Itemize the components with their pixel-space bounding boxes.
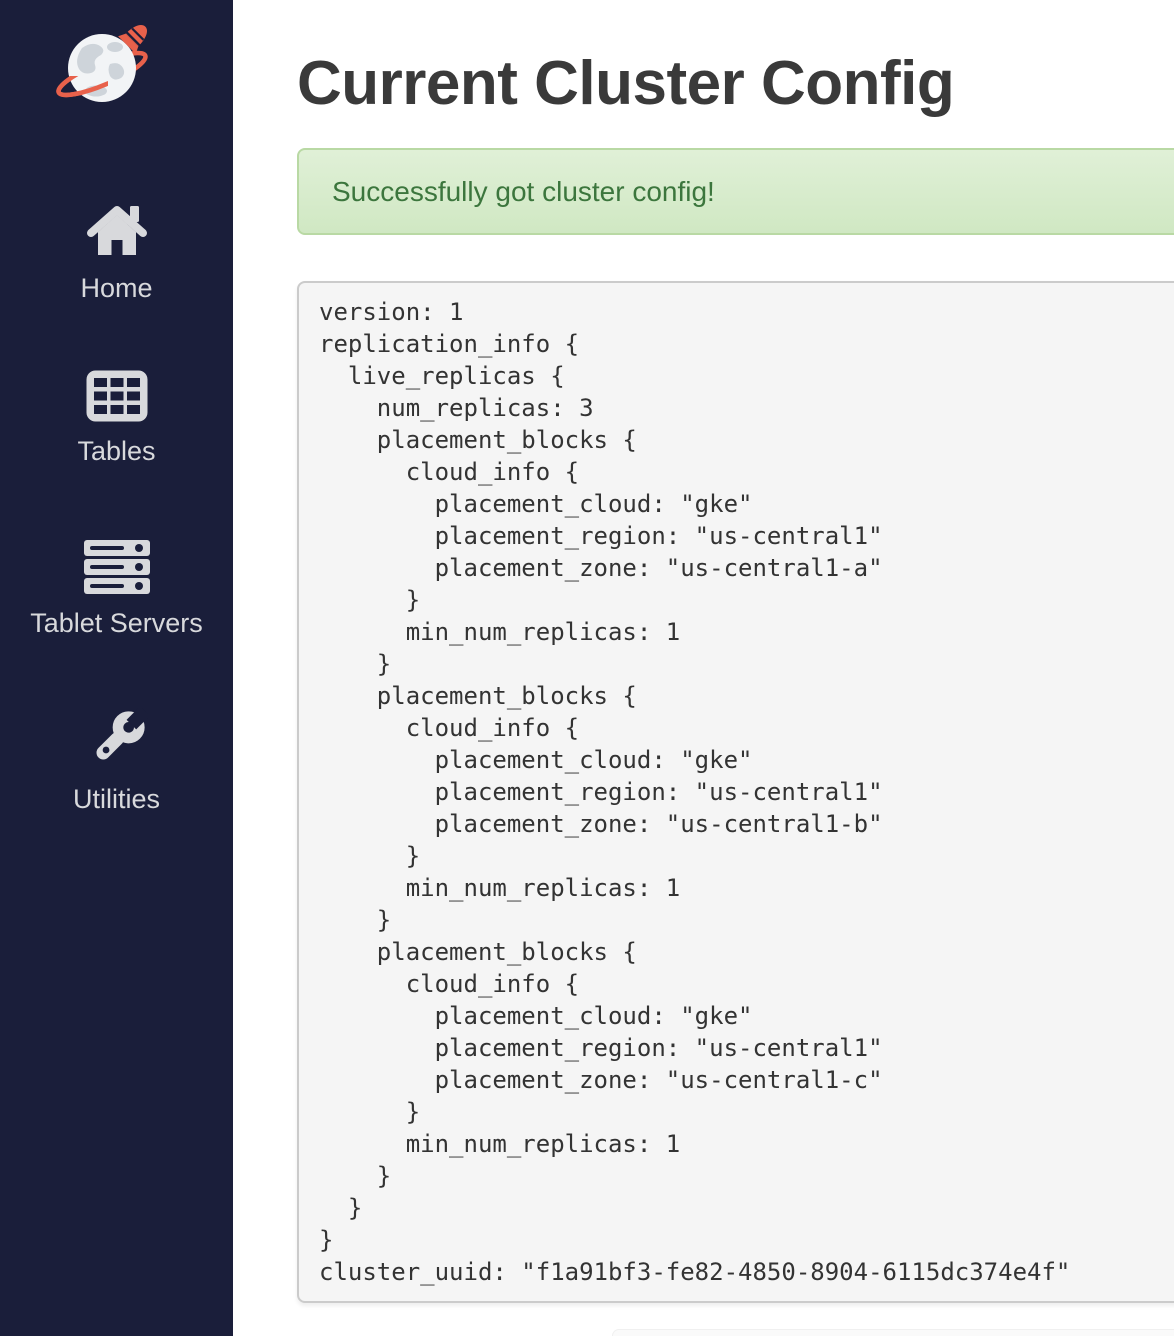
- sidebar-item-label: Tablet Servers: [30, 608, 203, 638]
- page-title: Current Cluster Config: [297, 49, 955, 118]
- main-content: Current Cluster Config Successfully got …: [233, 0, 1174, 1336]
- success-alert-message: Successfully got cluster config!: [332, 176, 715, 207]
- next-section-peek: [612, 1329, 1174, 1336]
- sidebar-item-label: Home: [80, 273, 153, 303]
- cluster-config-text: version: 1 replication_info { live_repli…: [297, 281, 1174, 1303]
- success-alert: Successfully got cluster config!: [297, 148, 1174, 235]
- table-grid-icon: [0, 370, 233, 427]
- sidebar-item-utilities[interactable]: Utilities: [0, 706, 233, 814]
- sidebar: Home Tables: [0, 0, 233, 1336]
- server-stack-icon: [0, 540, 233, 599]
- sidebar-item-tables[interactable]: Tables: [0, 370, 233, 466]
- sidebar-item-tablet-servers[interactable]: Tablet Servers: [0, 540, 233, 638]
- sidebar-item-label: Tables: [77, 436, 156, 466]
- sidebar-item-home[interactable]: Home: [0, 201, 233, 303]
- home-icon: [0, 201, 233, 264]
- globe-rocket-logo: [52, 24, 152, 116]
- sidebar-item-label: Utilities: [72, 784, 160, 814]
- wrench-icon: [0, 706, 233, 775]
